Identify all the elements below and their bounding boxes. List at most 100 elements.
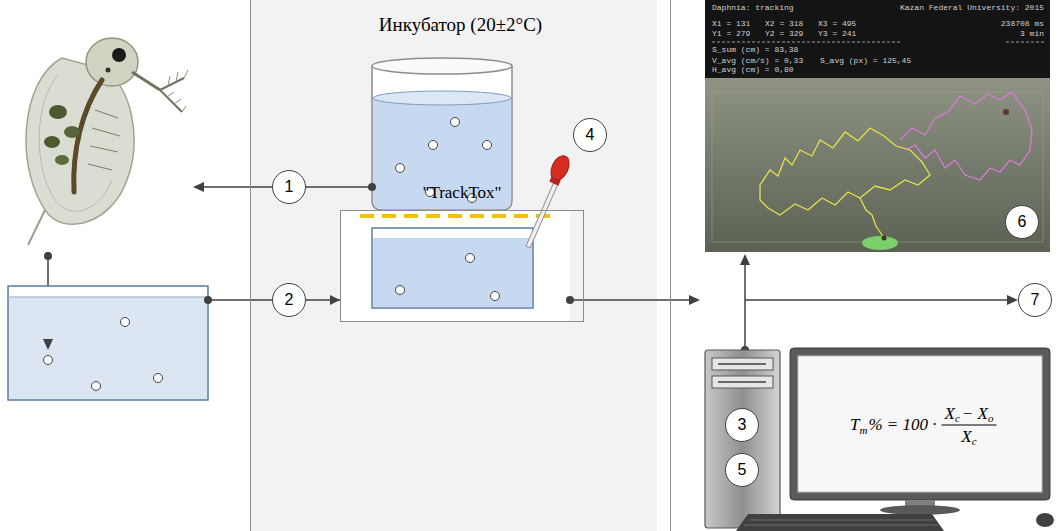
pipette bbox=[549, 176, 561, 186]
flow-line bbox=[566, 295, 700, 305]
flow-line bbox=[44, 252, 52, 260]
formula-part: т bbox=[859, 424, 867, 436]
callout-number: 5 bbox=[725, 453, 759, 487]
tracking-screenshot bbox=[1006, 42, 1044, 43]
formula-part: c bbox=[972, 435, 977, 447]
tracking-screenshot bbox=[705, 0, 1050, 252]
keyboard bbox=[736, 514, 944, 531]
callout-number: 1 bbox=[272, 170, 306, 204]
panel-title: Инкубатор (20±2°C) bbox=[251, 14, 670, 36]
flow-line bbox=[570, 299, 690, 301]
culture-tank bbox=[121, 318, 130, 327]
pipette bbox=[547, 153, 572, 183]
flow-line bbox=[740, 254, 1018, 354]
tracking-screenshot bbox=[860, 198, 884, 238]
computer-tower bbox=[718, 381, 766, 383]
callout-number: 3 bbox=[725, 408, 759, 442]
callout-number: 7 bbox=[1018, 283, 1052, 317]
daphnia-illustration bbox=[28, 210, 45, 245]
device-box: "TrackTox" bbox=[340, 210, 584, 322]
keyboard bbox=[736, 514, 944, 531]
pipette bbox=[526, 153, 573, 248]
keyboard bbox=[744, 525, 938, 526]
coordinate-text: Y1 = 279 bbox=[712, 30, 750, 39]
daphnia-illustration bbox=[49, 105, 67, 119]
callout-number: 2 bbox=[272, 283, 306, 317]
incubator-panel: Инкубатор (20±2°C) 1 4 "TrackTox" 2 bbox=[250, 0, 671, 531]
flow-line bbox=[566, 296, 574, 304]
coordinate-text: X1 = 131 bbox=[712, 20, 750, 29]
daphnia-illustration bbox=[26, 58, 134, 224]
tracking-screenshot bbox=[1003, 109, 1009, 115]
beaker bbox=[372, 58, 512, 74]
daphnia-illustration bbox=[160, 78, 184, 112]
culture-tank bbox=[154, 374, 163, 383]
formula-part: − X bbox=[962, 405, 988, 424]
culture-tank bbox=[8, 286, 208, 400]
tracktox-device bbox=[396, 286, 405, 295]
monitor bbox=[880, 505, 960, 515]
screen-text: Daphnia: tracking bbox=[712, 4, 794, 13]
measure-text: H_avg (cm) = 0,80 bbox=[712, 66, 794, 75]
daphnia-illustration bbox=[132, 72, 160, 90]
tracktox-device bbox=[372, 228, 533, 308]
daphnia-illustration bbox=[167, 70, 188, 112]
time-text: 238708 ms bbox=[1001, 20, 1044, 29]
flow-line bbox=[44, 252, 52, 340]
callout-number: 4 bbox=[573, 118, 607, 152]
device-name: "TrackTox" bbox=[341, 183, 583, 203]
flow-line bbox=[745, 299, 1008, 301]
flow-line bbox=[193, 182, 204, 192]
daphnia-illustration bbox=[88, 110, 120, 170]
computer-tower bbox=[712, 358, 773, 370]
daphnia-illustration bbox=[55, 155, 69, 165]
computer-tower bbox=[712, 376, 773, 388]
callout-text: 2 bbox=[285, 292, 294, 308]
tracking-screenshot bbox=[862, 236, 898, 250]
flow-line bbox=[689, 295, 700, 305]
mouse bbox=[1036, 513, 1054, 527]
daphnia-illustration bbox=[44, 136, 60, 148]
flow-arrowhead bbox=[43, 339, 53, 350]
computer-tower bbox=[705, 350, 780, 528]
flow-line bbox=[744, 264, 746, 350]
monitor bbox=[790, 348, 1050, 500]
callout-text: 1 bbox=[285, 179, 294, 195]
flow-arrow bbox=[306, 299, 340, 301]
tracktox-device bbox=[466, 254, 475, 263]
tracking-screenshot bbox=[705, 78, 1050, 252]
beaker bbox=[396, 164, 405, 173]
tracking-screenshot bbox=[712, 42, 900, 43]
callout-number: 6 bbox=[1005, 205, 1039, 239]
tracktox-device bbox=[340, 210, 570, 322]
callout-text: 5 bbox=[738, 462, 747, 478]
culture-tank bbox=[8, 286, 208, 400]
tracking-screenshot bbox=[760, 128, 930, 215]
monitor bbox=[942, 424, 997, 425]
daphnia-illustration bbox=[106, 68, 111, 73]
formula-part: % = 100 · bbox=[868, 416, 936, 435]
tracking-screenshot bbox=[900, 92, 1032, 180]
computer-tower bbox=[718, 363, 766, 365]
formula-part: X bbox=[961, 428, 971, 447]
beaker bbox=[451, 118, 460, 127]
callout-text: 7 bbox=[1031, 292, 1040, 308]
coordinate-text: Y3 = 241 bbox=[818, 30, 856, 39]
flow-arrowhead bbox=[43, 339, 53, 350]
tracktox-device bbox=[491, 292, 500, 301]
callout-text: 3 bbox=[738, 417, 747, 433]
time-text: 3 min bbox=[1020, 30, 1044, 39]
tracktox-device bbox=[340, 210, 570, 322]
monitor bbox=[905, 500, 935, 508]
culture-tank bbox=[8, 297, 208, 298]
formula-part: T bbox=[850, 416, 859, 435]
incubator-ground bbox=[250, 0, 657, 531]
tracking-screenshot bbox=[882, 236, 887, 241]
daphnia-illustration bbox=[86, 38, 138, 86]
beaker bbox=[483, 141, 492, 150]
tracktox-device bbox=[360, 214, 556, 218]
flow-line bbox=[740, 254, 750, 265]
beaker bbox=[429, 141, 438, 150]
